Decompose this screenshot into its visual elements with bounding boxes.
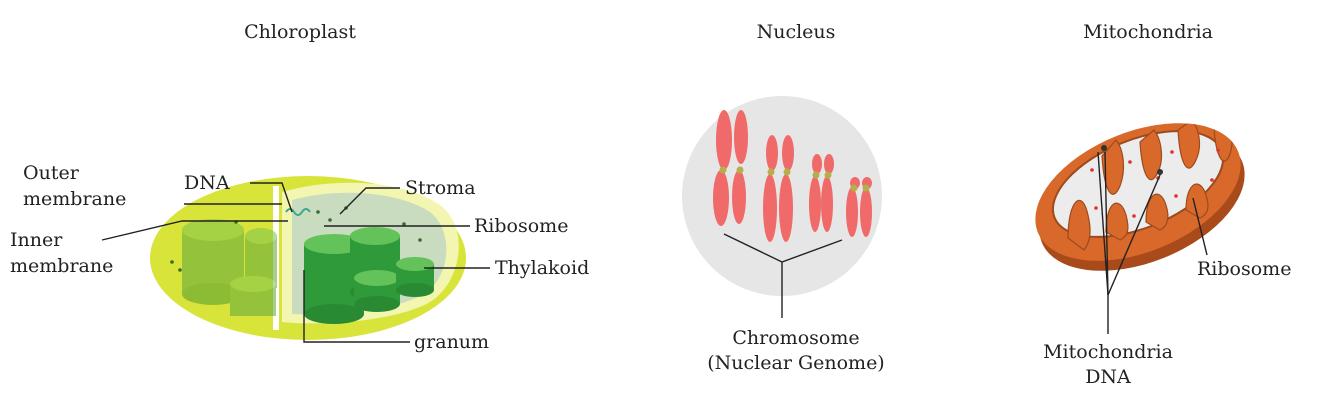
granum-leader — [303, 270, 410, 343]
mito-ribosome-leader — [1192, 197, 1208, 256]
chromosome-label: Chromosome — [732, 327, 859, 349]
chromosomes — [713, 110, 872, 242]
inner-membrane-label-line1: Inner — [10, 229, 63, 251]
mito-dna-label-line1: Mitochondria — [1043, 341, 1173, 363]
nuclear-genome-label: (Nuclear Genome) — [707, 352, 884, 374]
centromeres — [719, 166, 870, 192]
mito-dna-leader-a — [1104, 151, 1109, 296]
outer-membrane-label-line2: membrane — [23, 188, 126, 210]
mito-dna-circle-1 — [1101, 145, 1107, 151]
stroma-label: Stroma — [405, 177, 476, 199]
granum-label: granum — [414, 331, 489, 353]
mito-dna-leader-b — [1097, 151, 1109, 296]
nucleus-title: Nucleus — [757, 21, 836, 43]
inner-membrane-leader — [101, 220, 288, 241]
thylakoid-label: Thylakoid — [495, 257, 589, 279]
chloroplast-illustration — [150, 176, 466, 340]
chloroplast-title: Chloroplast — [244, 21, 356, 43]
outer-membrane-label-line1: Outer — [23, 162, 80, 184]
chloroplast-leaders — [101, 182, 490, 343]
mito-ribosomes — [1090, 148, 1220, 218]
mito-dna-circle-2 — [1157, 169, 1163, 175]
mito-dna-label-line2: DNA — [1085, 366, 1131, 388]
dna-leader — [250, 182, 293, 213]
mitochondria-illustration — [1035, 119, 1245, 271]
chloroplast-dna-strand — [285, 208, 311, 216]
mitochondria-leaders — [1097, 151, 1208, 334]
inner-membrane-label-line2: membrane — [10, 255, 113, 277]
mitochondria-title: Mitochondria — [1083, 21, 1213, 43]
mito-dna-leader-c — [1107, 174, 1161, 296]
chloroplast-ribosome-label: Ribosome — [474, 215, 568, 237]
dna-label: DNA — [184, 172, 230, 194]
stroma-leader — [339, 187, 400, 215]
thylakoid-stacks — [304, 227, 434, 324]
mito-ribosome-label: Ribosome — [1197, 258, 1291, 280]
left-grana — [182, 219, 277, 316]
nucleus-illustration — [682, 96, 882, 318]
chloroplast-ribosomes — [170, 206, 422, 272]
